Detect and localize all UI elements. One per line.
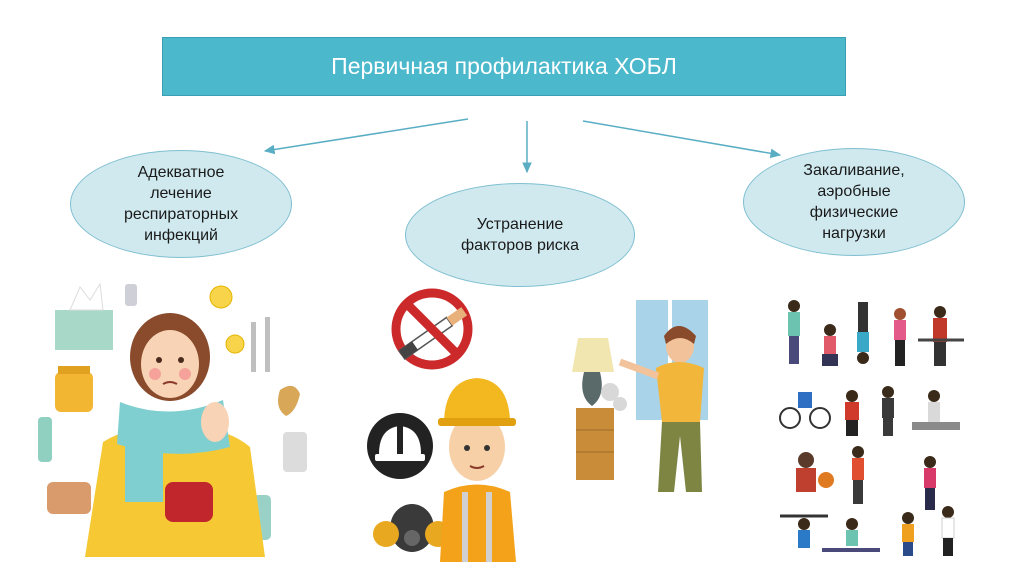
treadmill-figure <box>912 390 960 430</box>
branch-risk-factors: Устранение факторов риска <box>405 183 635 287</box>
athlete-figure <box>902 512 914 556</box>
branch-respiratory-infections: Адекватное лечение респираторных инфекци… <box>70 150 292 258</box>
athlete-figure <box>857 302 869 364</box>
athlete-figure <box>924 456 936 510</box>
branch-label: Адекватное лечение респираторных инфекци… <box>123 164 239 244</box>
weightlifter-figure <box>780 514 828 548</box>
diagram-title: Первичная профилактика ХОБЛ <box>331 53 677 79</box>
cyclist-figure <box>779 392 831 429</box>
arrow-left <box>263 118 469 155</box>
athlete-figure <box>796 452 834 492</box>
no-smoking-icon <box>391 288 473 370</box>
cleaning-woman-illustration <box>572 300 708 492</box>
branch-hardening-exercise: Закаливание, аэробные физические нагрузк… <box>743 148 965 256</box>
sick-woman-illustration <box>38 282 307 557</box>
construction-worker-illustration <box>438 378 516 562</box>
athlete-figure <box>852 446 864 504</box>
athlete-figure <box>918 306 964 366</box>
athlete-figure <box>882 386 894 436</box>
arrow-right <box>582 120 782 159</box>
helmet-icon <box>367 413 433 479</box>
sports-activities-illustration <box>779 300 964 556</box>
athlete-figure <box>845 390 859 436</box>
branch-label: Устранение факторов риска <box>460 216 580 254</box>
athlete-figure <box>822 324 838 366</box>
branch-label: Закаливание, аэробные физические нагрузк… <box>803 162 905 242</box>
athlete-figure <box>894 308 906 366</box>
title-box: Первичная профилактика ХОБЛ <box>162 37 846 96</box>
athlete-figure <box>941 506 955 556</box>
athlete-figure <box>822 518 880 552</box>
athlete-figure <box>788 300 800 364</box>
